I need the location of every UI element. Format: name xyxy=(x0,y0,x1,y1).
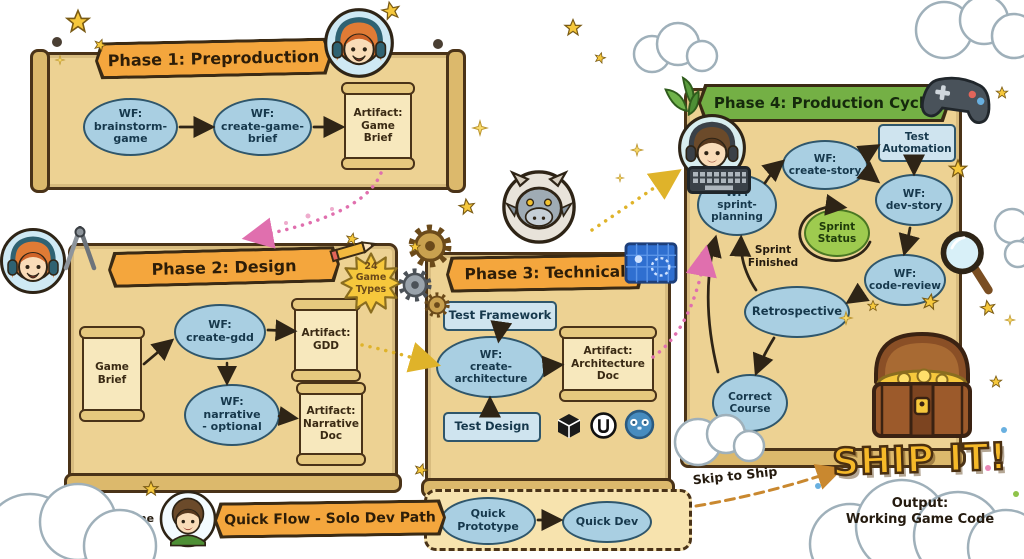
node-brainstorm-game: WF: brainstorm- game xyxy=(83,98,178,156)
phase1-avatar xyxy=(322,6,396,80)
badge-24-label: 24 Game Types xyxy=(355,261,387,295)
gear-icon xyxy=(408,224,452,268)
phase3-banner: Phase 3: Technical xyxy=(446,253,645,292)
ship-it-text: SHIP IT! xyxy=(830,434,1009,486)
game-controller-icon xyxy=(916,61,998,133)
node-create-game-brief: WF: create-game- brief xyxy=(213,98,312,156)
node-test-automation: Test Automation xyxy=(878,124,956,162)
solo-dev-label: Indie Game Solo Dev xyxy=(83,512,155,539)
node-dev-story: WF: dev-story xyxy=(875,174,953,226)
phase1-banner: Phase 1: Preproduction xyxy=(95,38,333,80)
phase2-banner: Phase 2: Design xyxy=(108,246,341,288)
phase1-title: Phase 1: Preproduction xyxy=(98,41,330,77)
sparkle-dots-decor xyxy=(259,207,334,233)
dragon-avatar-icon xyxy=(500,168,578,246)
unreal-logo-icon xyxy=(590,412,617,439)
node-narrative-optional: WF: narrative - optional xyxy=(184,384,280,446)
unity-logo-icon xyxy=(556,413,582,439)
phase3-title: Phase 3: Technical xyxy=(449,256,641,289)
phase4-title: Phase 4: Production Cycle xyxy=(701,87,947,119)
node-sprint-status: Sprint Status xyxy=(804,209,870,257)
woman-avatar-icon xyxy=(322,6,396,80)
node-correct-course: Correct Course xyxy=(712,374,788,432)
keyboard-icon xyxy=(686,166,752,194)
compass-icon xyxy=(52,224,108,272)
node-retrospective: Retrospective xyxy=(744,286,850,338)
magnifier-icon xyxy=(936,226,996,298)
node-code-review: WF: code-review xyxy=(864,254,946,306)
treasure-chest-icon xyxy=(852,318,992,453)
phase2-title: Phase 2: Design xyxy=(111,249,338,285)
boy-avatar-icon xyxy=(158,489,218,549)
phase4-banner: Phase 4: Production Cycle xyxy=(698,84,950,122)
badge-24-game-types: 24 Game Types xyxy=(340,250,402,316)
node-quick-prototype: Quick Prototype xyxy=(440,497,536,545)
solo-dev-avatar xyxy=(158,489,218,549)
node-test-design: Test Design xyxy=(443,412,541,442)
node-create-gdd: WF: create-gdd xyxy=(174,304,266,360)
node-test-framework: Test Framework xyxy=(443,301,557,331)
quickflow-title: Quick Flow - Solo Dev Path xyxy=(217,502,443,535)
node-create-story: WF: create-story xyxy=(782,140,868,190)
blueprint-icon xyxy=(624,238,678,288)
node-game-brief: Game Brief xyxy=(79,326,145,422)
gear-icon xyxy=(424,292,450,318)
output-label: Output: Working Game Code xyxy=(845,496,995,527)
node-create-architecture: WF: create- architecture xyxy=(436,336,546,398)
quickflow-banner: Quick Flow - Solo Dev Path xyxy=(214,499,446,538)
node-quick-dev: Quick Dev xyxy=(562,501,652,543)
label-sprint-finished: Sprint Finished xyxy=(747,244,799,269)
artifact-game-brief: Artifact: Game Brief xyxy=(341,82,415,170)
phase3-avatar xyxy=(500,168,578,246)
artifact-narrative-doc: Artifact: Narrative Doc xyxy=(296,382,366,466)
godot-logo-icon xyxy=(624,409,655,440)
artifact-architecture-doc: Artifact: Architecture Doc xyxy=(559,326,657,402)
